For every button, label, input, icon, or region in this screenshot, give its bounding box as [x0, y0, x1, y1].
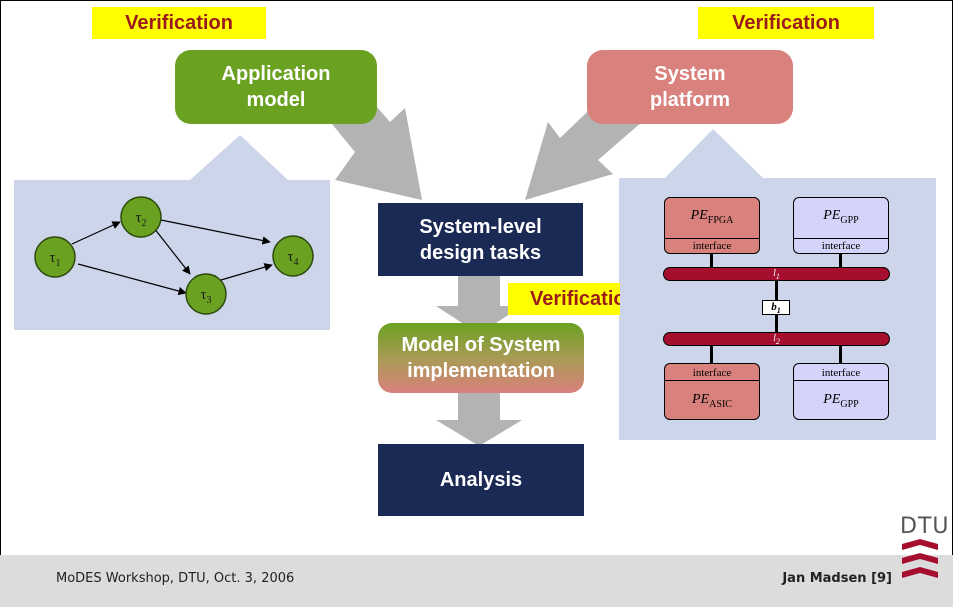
pe-gpp-bottom-interface: interface — [794, 366, 888, 381]
task-node-t1: τ1 — [34, 236, 76, 278]
pe-fpga-title: PEFPGA — [690, 208, 734, 226]
application-model-line1: Application — [221, 63, 331, 85]
edge-t3-t4 — [220, 263, 273, 281]
arrow-model-to-analysis — [436, 392, 522, 446]
edge-t2-t3 — [153, 227, 191, 275]
footer-author: Jan Madsen [9] — [782, 571, 892, 586]
connector-gpp-top — [839, 254, 842, 267]
edge-t1-t2 — [71, 221, 121, 245]
pe-gpp-top-interface: interface — [794, 238, 888, 253]
task-graph-panel: τ1 τ2 τ3 τ4 — [14, 135, 330, 330]
pe-fpga-interface: interface — [665, 238, 759, 253]
pe-gpp-bottom-block: interface PEGPP — [793, 363, 889, 420]
pe-gpp-top-title: PEGPP — [823, 208, 859, 226]
dtu-logo-text: DTU — [900, 514, 950, 539]
model-implementation-line1: Model of System — [401, 334, 561, 356]
design-tasks-line1: System-level — [419, 215, 542, 238]
bridge-b1: b1 — [762, 300, 790, 315]
svg-text:τ4: τ4 — [287, 249, 298, 268]
arrow-design-to-model — [436, 276, 522, 334]
connector-bridge-bus2 — [775, 315, 778, 332]
edge-t2-t4 — [155, 218, 271, 245]
pe-fpga-block: PEFPGA interface — [664, 197, 760, 254]
task-node-t4: τ4 — [272, 235, 314, 277]
connector-gpp-bottom — [839, 346, 842, 363]
model-implementation-box: Model of System implementation — [378, 323, 584, 393]
analysis-label: Analysis — [439, 469, 523, 491]
connector-bus1-bridge — [775, 281, 778, 300]
svg-text:τ3: τ3 — [200, 287, 211, 306]
task-node-t3: τ3 — [185, 273, 227, 315]
analysis-box: Analysis — [378, 444, 584, 516]
dtu-logo-mark — [902, 539, 938, 578]
pe-asic-interface: interface — [665, 366, 759, 381]
svg-text:τ2: τ2 — [135, 210, 146, 229]
bus-l2: l2 — [663, 332, 890, 346]
footer-event: MoDES Workshop, DTU, Oct. 3, 2006 — [56, 571, 295, 586]
verification-label-left: Verification — [92, 7, 266, 39]
verification-label-right: Verification — [698, 7, 874, 39]
model-implementation-line2: implementation — [407, 360, 555, 382]
svg-text:τ1: τ1 — [49, 250, 60, 269]
system-platform-line2: platform — [650, 89, 730, 111]
dtu-logo: DTU — [900, 514, 950, 583]
design-tasks-box: System-level design tasks — [378, 203, 583, 276]
pe-asic-block: interface PEASIC — [664, 363, 760, 420]
task-node-t2: τ2 — [120, 196, 162, 238]
edge-t1-t3 — [77, 263, 187, 296]
connector-asic — [710, 346, 713, 363]
application-model-line2: model — [246, 89, 306, 111]
system-platform-line1: System — [654, 63, 726, 85]
design-tasks-line2: design tasks — [419, 241, 542, 264]
pe-gpp-top-block: PEGPP interface — [793, 197, 889, 254]
pe-gpp-bottom-title: PEGPP — [823, 392, 859, 410]
connector-fpga — [710, 254, 713, 267]
system-platform-box: System platform — [587, 50, 793, 124]
bus-l1: l1 — [663, 267, 890, 281]
application-model-box: Application model — [175, 50, 377, 124]
pe-asic-title: PEASIC — [692, 392, 732, 410]
footer-bar: MoDES Workshop, DTU, Oct. 3, 2006 Jan Ma… — [0, 555, 953, 607]
